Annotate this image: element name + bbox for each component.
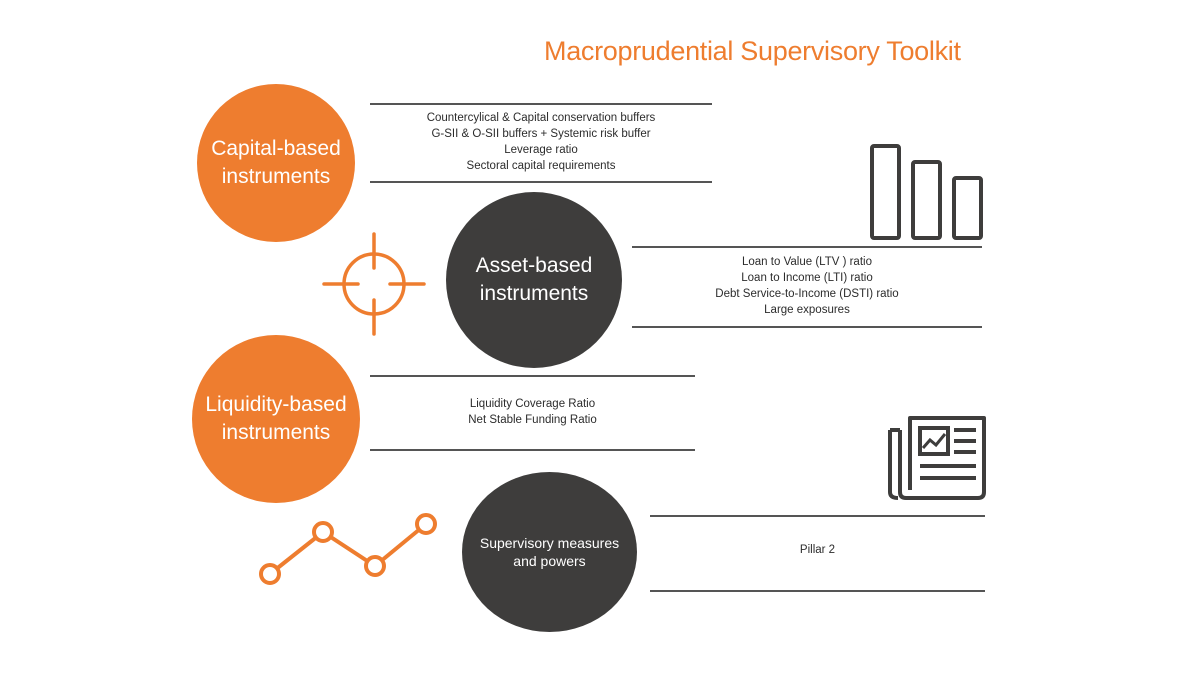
capital-item: Leverage ratio <box>504 144 578 156</box>
diagram-title: Macroprudential Supervisory Toolkit <box>544 36 961 66</box>
liquidity-based-circle: Liquidity-based instruments <box>192 335 360 503</box>
supervisory-measures-circle: Supervisory measures and powers <box>462 472 637 632</box>
asset-item: Large exposures <box>764 304 850 316</box>
supervisory-measures-label: Supervisory measures and powers <box>479 535 620 569</box>
supervisory-item: Pillar 2 <box>799 544 836 556</box>
asset-bottom-rule <box>632 326 982 328</box>
liquidity-based-label: Liquidity-based instruments <box>205 393 347 444</box>
target-icon <box>322 232 426 336</box>
liquidity-item: Liquidity Coverage Ratio <box>469 398 596 410</box>
bar-chart-icon <box>870 144 983 240</box>
asset-top-rule <box>632 246 982 248</box>
supervisory-top-rule <box>650 515 985 517</box>
capital-based-label: Capital-based instruments <box>211 137 341 188</box>
capital-top-rule <box>370 103 712 105</box>
asset-item: Debt Service-to-Income (DSTI) ratio <box>715 288 899 300</box>
capital-item: G-SII & O-SII buffers + Systemic risk bu… <box>431 128 651 140</box>
supervisory-bottom-rule <box>650 590 985 592</box>
capital-item: Sectoral capital requirements <box>466 160 616 172</box>
asset-item: Loan to Value (LTV ) ratio <box>742 256 872 268</box>
newspaper-icon <box>888 416 986 500</box>
asset-based-circle: Asset-based instruments <box>446 192 622 368</box>
capital-item: Countercylical & Capital conservation bu… <box>426 112 656 124</box>
asset-items: Loan to Value (LTV ) ratio Loan to Incom… <box>632 254 982 318</box>
line-chart-icon <box>259 513 437 585</box>
capital-based-circle: Capital-based instruments <box>197 84 355 242</box>
liquidity-items: Liquidity Coverage Ratio Net Stable Fund… <box>370 396 695 428</box>
liquidity-top-rule <box>370 375 695 377</box>
capital-bottom-rule <box>370 181 712 183</box>
liquidity-bottom-rule <box>370 449 695 451</box>
asset-item: Loan to Income (LTI) ratio <box>741 272 873 284</box>
capital-items: Countercylical & Capital conservation bu… <box>370 110 712 174</box>
supervisory-items: Pillar 2 <box>650 542 985 558</box>
liquidity-item: Net Stable Funding Ratio <box>468 414 597 426</box>
asset-based-label: Asset-based instruments <box>475 254 593 305</box>
